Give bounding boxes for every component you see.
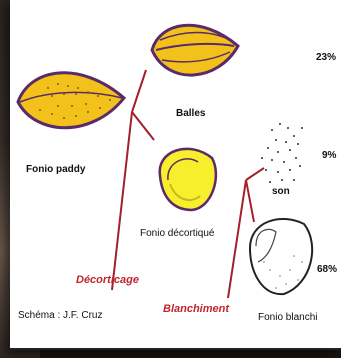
balles-husk-icon	[152, 25, 238, 75]
fonio-paddy-grain-icon	[18, 73, 124, 128]
fonio-decortique-label: Fonio décortiqué	[140, 228, 215, 239]
decorticage-step-label: Décorticage	[76, 274, 139, 286]
son-bran-icon	[261, 123, 303, 183]
decorticage-stem-line	[112, 112, 132, 290]
son-percentage: 9%	[322, 150, 336, 161]
blanchiment-branch-up	[246, 168, 264, 180]
balles-percentage: 23%	[316, 52, 336, 63]
fonio-paddy-label: Fonio paddy	[26, 164, 85, 175]
balles-label: Balles	[176, 108, 205, 119]
blanchiment-branch-down	[246, 180, 254, 222]
decorticage-branch-down	[132, 112, 154, 140]
blanchiment-step-label: Blanchiment	[163, 303, 229, 315]
blanchiment-stem-line	[228, 180, 246, 298]
credit-text: Schéma : J.F. Cruz	[18, 310, 102, 321]
fonio-blanchi-label: Fonio blanchi	[258, 312, 317, 323]
son-label: son	[272, 186, 290, 197]
fonio-blanchi-percentage: 68%	[317, 264, 337, 275]
fonio-decortique-icon	[160, 149, 216, 210]
decorticage-branch-up	[132, 70, 146, 112]
fonio-blanchi-icon	[250, 219, 312, 294]
